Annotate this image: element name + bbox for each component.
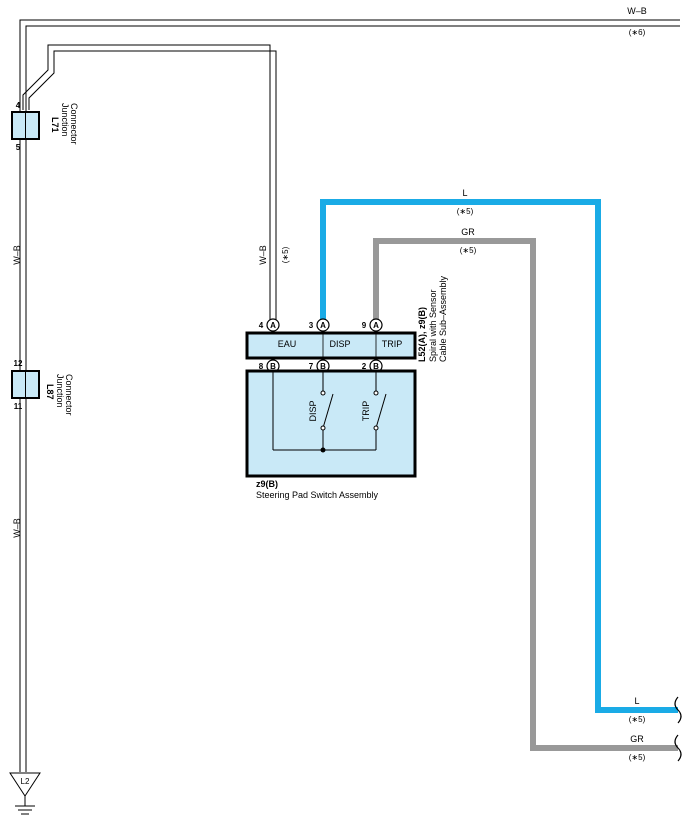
switch-name: Steering Pad Switch Assembly — [256, 490, 379, 500]
switch-disp-label: DISP — [308, 400, 318, 421]
svg-text:A: A — [373, 321, 379, 330]
spiral-label-trip: TRIP — [382, 339, 403, 349]
svg-text:B: B — [270, 362, 276, 371]
gnd-wire-lower-color: W–B — [12, 518, 22, 538]
spiral-name-1: Spiral with Sensor — [428, 289, 438, 362]
l87-pin-top: 12 — [14, 359, 23, 368]
l87-pin-bottom: 11 — [14, 402, 23, 411]
l-wire-ref: (∗5) — [457, 207, 474, 216]
l71-id: L71 — [50, 117, 60, 133]
wire-l-blue — [320, 199, 678, 713]
pin-a-eau-num: 4 — [259, 321, 264, 330]
l71-label-2: Connector — [69, 103, 79, 145]
pin-a-eau[interactable]: A — [266, 318, 280, 332]
wire-gr-gray — [373, 238, 678, 751]
gr-out-ref: (∗5) — [629, 753, 646, 762]
ground-symbol — [9, 772, 41, 815]
l-out-break — [674, 696, 682, 724]
junction-dot — [320, 447, 326, 453]
switch-trip-label: TRIP — [361, 401, 371, 422]
spiral-name-2: Cable Sub–Assembly — [438, 275, 448, 362]
eau-wire-ref: (∗5) — [281, 246, 290, 263]
gr-out-color: GR — [630, 734, 644, 744]
spiral-id: L52(A), z9(B) — [417, 307, 427, 362]
disp-contact-top — [320, 390, 326, 396]
switch-id: z9(B) — [256, 479, 278, 489]
svg-text:A: A — [270, 321, 276, 330]
l-out-ref: (∗5) — [629, 715, 646, 724]
gr-wire-ref: (∗5) — [460, 246, 477, 255]
l71-pin-bottom: 5 — [16, 143, 21, 152]
svg-text:A: A — [320, 321, 326, 330]
wire-eau-wb — [22, 44, 277, 322]
l71-pin-top: 4 — [16, 101, 21, 110]
gr-out-break — [674, 734, 682, 762]
pin-a-disp[interactable]: A — [316, 318, 330, 332]
svg-text:B: B — [373, 362, 379, 371]
steering-pad-switch-box[interactable] — [245, 369, 417, 478]
pin-a-trip-num: 9 — [362, 321, 367, 330]
wire-top-wb — [19, 19, 680, 772]
spiral-label-disp: DISP — [329, 339, 350, 349]
pin-a-disp-num: 3 — [309, 321, 314, 330]
l87-id: L87 — [45, 384, 55, 400]
gnd-wire-upper-color: W–B — [12, 245, 22, 265]
l71-label-1: Junction — [60, 103, 70, 137]
spiral-cable-box[interactable] — [245, 331, 417, 360]
l-wire-color: L — [462, 188, 467, 198]
pin-b-eau-num: 8 — [259, 362, 264, 371]
trip-contact-bottom — [373, 425, 379, 431]
l-out-color: L — [634, 696, 639, 706]
gr-wire-color: GR — [461, 227, 475, 237]
spiral-label-eau: EAU — [278, 339, 297, 349]
l87-label-2: Connector — [64, 374, 74, 416]
eau-wire-color: W–B — [258, 245, 268, 265]
top-wire-color: W–B — [627, 6, 647, 16]
l87-label-1: Junction — [55, 374, 65, 408]
ground-id: L2 — [21, 777, 30, 786]
disp-contact-bottom — [320, 425, 326, 431]
trip-contact-top — [373, 390, 379, 396]
pin-a-trip[interactable]: A — [369, 318, 383, 332]
pin-b-trip-num: 2 — [362, 362, 367, 371]
svg-text:B: B — [320, 362, 326, 371]
top-wire-ref: (∗6) — [629, 28, 646, 37]
pin-b-disp-num: 7 — [309, 362, 314, 371]
